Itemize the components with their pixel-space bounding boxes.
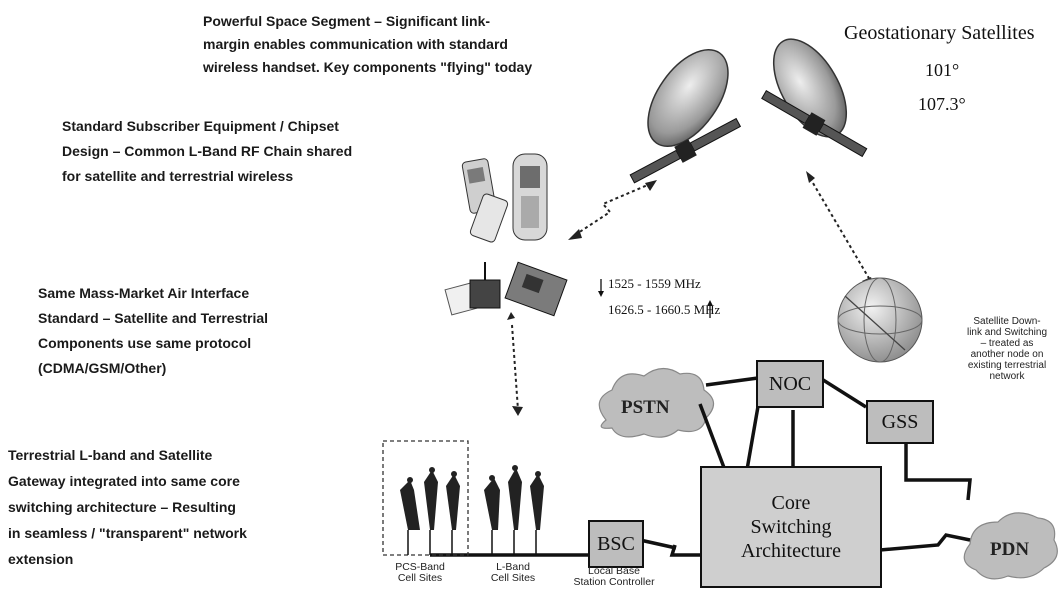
annotation-line: Design – Common L-Band RF Chain shared [62, 143, 353, 159]
core-switching-box: Core Switching Architecture [700, 466, 882, 588]
tower-lband-2 [508, 465, 522, 530]
satellite-position-1: 101° [925, 60, 960, 80]
annotation-line: margin enables communication with standa… [203, 36, 508, 52]
pstn-cloud [598, 367, 715, 438]
annotation-line: Standard Subscriber Equipment / Chipset [62, 118, 339, 134]
gss-label: GSS [881, 410, 919, 433]
annotation-line: extension [8, 551, 74, 567]
subscriber-equipment-annotation: Standard Subscriber Equipment / Chipset … [62, 114, 422, 189]
annotation-line: wireless handset. Key components "flying… [203, 59, 533, 75]
terrestrial-gateway-annotation: Terrestrial L-band and Satellite Gateway… [8, 442, 338, 572]
tower-lband-1 [484, 475, 500, 530]
tower-bases [407, 530, 537, 555]
core-label-line: Switching [750, 516, 832, 538]
pcs-band-group-box [382, 440, 469, 556]
cell-towers [400, 465, 544, 530]
annotation-line: switching architecture – Resulting [8, 499, 236, 515]
label-line: Local Base [588, 565, 640, 577]
annotation-line: Powerful Space Segment – Significant lin… [203, 13, 491, 29]
bsc-box: BSC [588, 520, 644, 568]
core-label-line: Core [771, 492, 811, 514]
tower-pcs-3 [446, 471, 460, 530]
pstn-label: PSTN [621, 397, 670, 418]
annotation-line: Same Mass-Market Air Interface [38, 285, 250, 301]
satellite-101 [629, 49, 742, 184]
handset-phone [512, 153, 548, 241]
annotation-line: in seamless / "transparent" network [8, 525, 247, 541]
note-line: existing terrestrial [967, 360, 1047, 371]
note-line: – treated as [980, 338, 1034, 349]
pdn-label: PDN [990, 539, 1030, 560]
space-segment-annotation: Powerful Space Segment – Significant lin… [203, 10, 623, 79]
pdn-cloud [963, 512, 1058, 580]
label-line: Cell Sites [490, 572, 536, 584]
pcs-band-label: PCS-Band Cell Sites [380, 562, 460, 584]
annotation-line: Standard – Satellite and Terrestrial [38, 310, 269, 326]
local-base-station-label: Local Base Station Controller [562, 566, 666, 588]
core-label-line: Architecture [741, 540, 841, 562]
note-line: link and Switching [966, 327, 1048, 338]
note-line: network [989, 371, 1025, 382]
l-band-label: L-Band Cell Sites [478, 562, 548, 584]
tower-lband-3 [530, 471, 544, 530]
satellite-position-2: 107.3° [918, 94, 966, 114]
downlink-frequency: 1525 - 1559 MHz [608, 276, 701, 291]
noc-label: NOC [768, 372, 812, 395]
note-line: Satellite Down- [973, 316, 1041, 327]
tower-pcs-1 [400, 477, 420, 530]
gss-globe [837, 277, 923, 363]
annotation-line: for satellite and terrestrial wireless [62, 168, 294, 184]
annotation-line: Components use same protocol [38, 335, 252, 351]
tower-pcs-2 [424, 467, 438, 530]
rf-board [504, 261, 568, 317]
chipset-module [444, 262, 501, 316]
frequency-arrows [598, 279, 713, 318]
bsc-label: BSC [597, 532, 635, 555]
air-interface-annotation: Same Mass-Market Air Interface Standard … [38, 281, 368, 381]
label-line: PCS-Band [395, 561, 445, 573]
annotation-line: (CDMA/GSM/Other) [38, 360, 167, 376]
gss-box: GSS [866, 400, 934, 444]
uplink-frequency: 1626.5 - 1660.5 MHz [608, 302, 721, 317]
annotation-line: Gateway integrated into same core [8, 473, 240, 489]
label-line: Cell Sites [397, 572, 443, 584]
label-line: L-Band [496, 561, 530, 573]
note-line: another node on [970, 349, 1044, 360]
satellites-title: Geostationary Satellites [844, 22, 1035, 44]
noc-box: NOC [756, 360, 824, 408]
link-arrows [511, 177, 871, 411]
handset-flip-phone [461, 158, 509, 243]
label-line: Station Controller [573, 576, 655, 588]
gss-note: Satellite Down- link and Switching – tre… [955, 316, 1059, 382]
annotation-line: Terrestrial L-band and Satellite [8, 447, 213, 463]
satellite-107-3 [761, 38, 868, 158]
